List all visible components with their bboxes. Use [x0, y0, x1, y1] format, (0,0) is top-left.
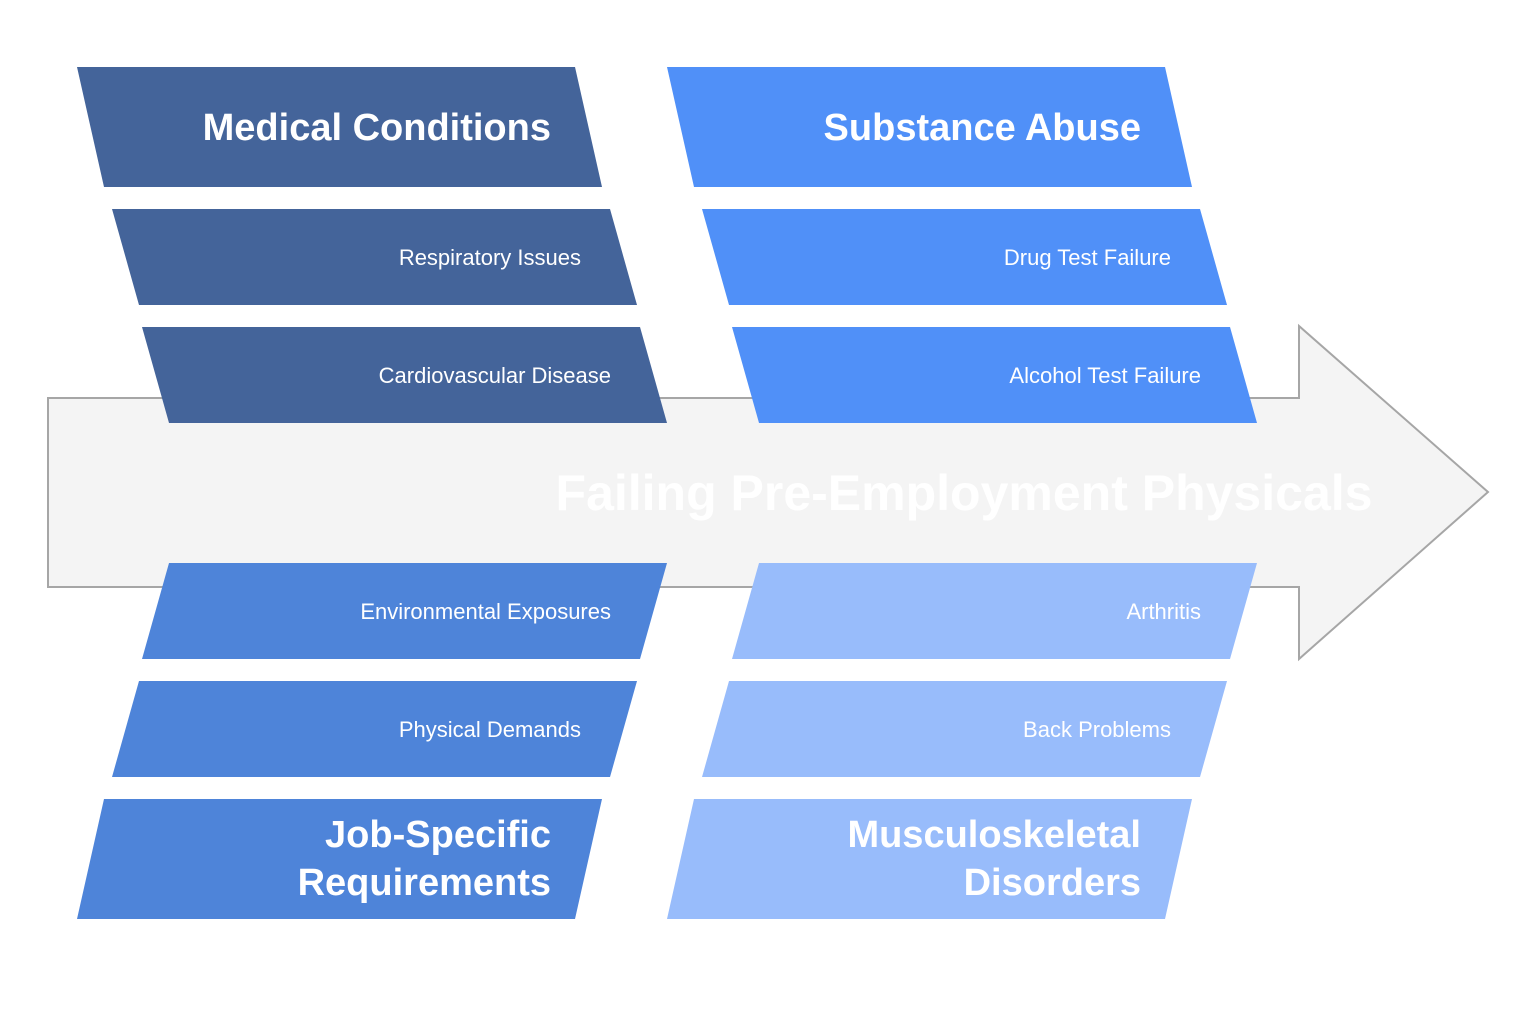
medical-conditions-cause-label-0: Respiratory Issues — [399, 245, 581, 270]
effect-label: Failing Pre-Employment Physicals — [556, 465, 1373, 521]
job-specific-requirements-head-bone — [77, 799, 602, 919]
job-specific-requirements-head-label-0: Job-Specific — [325, 814, 551, 856]
job-specific-requirements-cause-bone-0 — [142, 563, 667, 659]
job-specific-requirements-cause-label-0: Environmental Exposures — [360, 599, 611, 624]
musculoskeletal-disorders-cause-bone-1 — [702, 681, 1227, 777]
job-specific-requirements-cause-bone-1 — [112, 681, 637, 777]
musculoskeletal-disorders-cause-label-1: Back Problems — [1023, 717, 1171, 742]
substance-abuse-cause-bone-1 — [732, 327, 1257, 423]
musculoskeletal-disorders-cause-bone-0 — [732, 563, 1257, 659]
musculoskeletal-disorders-head-label-0: Musculoskeletal — [847, 814, 1141, 856]
medical-conditions-head-bone — [77, 67, 602, 187]
substance-abuse-cause-label-0: Drug Test Failure — [1004, 245, 1171, 270]
medical-conditions-cause-bone-0 — [112, 209, 637, 305]
substance-abuse-head-label: Substance Abuse — [824, 107, 1141, 149]
job-specific-requirements-head-label-1: Requirements — [298, 862, 551, 904]
medical-conditions-cause-bone-1 — [142, 327, 667, 423]
substance-abuse-head-bone — [667, 67, 1192, 187]
musculoskeletal-disorders-head-label-1: Disorders — [964, 862, 1141, 904]
medical-conditions-cause-label-1: Cardiovascular Disease — [379, 363, 611, 388]
musculoskeletal-disorders-head-bone — [667, 799, 1192, 919]
substance-abuse-cause-label-1: Alcohol Test Failure — [1009, 363, 1201, 388]
medical-conditions-head-label: Medical Conditions — [203, 107, 551, 149]
job-specific-requirements-cause-label-1: Physical Demands — [399, 717, 581, 742]
substance-abuse-cause-bone-0 — [702, 209, 1227, 305]
musculoskeletal-disorders-cause-label-0: Arthritis — [1126, 599, 1201, 624]
